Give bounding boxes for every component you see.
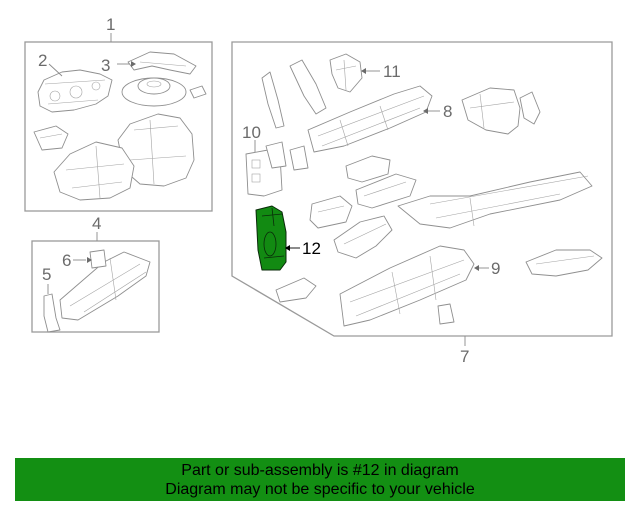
callout-5: 5 [42,265,51,284]
part-3-top-bracket[interactable] [127,51,197,75]
front-rail[interactable] [59,251,151,321]
part-6-clip[interactable] [89,249,107,269]
upper-brace[interactable] [261,59,327,129]
callout-6: 6 [62,251,71,270]
lower-bracket[interactable] [333,215,393,259]
mid-bracket-upper[interactable] [345,155,417,209]
callout-11: 11 [383,62,401,81]
small-bracket-bottom[interactable] [275,277,317,303]
callout-3: 3 [101,56,110,75]
rocker-sill[interactable] [397,171,593,229]
wheelhouse[interactable] [53,141,135,201]
right-extension[interactable] [525,249,603,277]
rail-extension[interactable] [461,87,541,135]
part-11-bracket[interactable] [329,53,363,93]
apron-panel[interactable] [117,113,195,187]
small-bracket-left[interactable] [33,125,69,151]
info-banner: Part or sub-assembly is #12 in diagram D… [15,458,625,501]
group-4-frame [31,240,160,333]
small-clip-bottom[interactable] [437,303,455,325]
part-5-bracket[interactable] [43,293,61,333]
part-12-highlighted-bracket[interactable] [255,205,287,271]
group-1-frame [24,41,213,212]
callout-9: 9 [491,259,500,278]
part-2-housing[interactable] [37,69,113,113]
group-7-frame [231,41,613,337]
part-10-bracket[interactable] [245,141,309,197]
mid-bracket-lower[interactable] [309,195,353,229]
banner-line-1: Part or sub-assembly is #12 in diagram [181,462,459,479]
callout-12: 12 [302,239,321,258]
callout-7: 7 [460,347,469,366]
strut-mount[interactable] [121,77,187,107]
callout-10: 10 [242,123,261,142]
banner-line-2: Diagram may not be specific to your vehi… [165,481,475,498]
callout-1: 1 [106,15,115,34]
callout-4: 4 [92,214,101,233]
part-9-lower-rail[interactable] [339,245,475,327]
part-8-upper-rail[interactable] [307,85,433,153]
small-clip[interactable] [189,85,207,99]
callout-2: 2 [38,51,47,70]
callout-8: 8 [443,102,452,121]
